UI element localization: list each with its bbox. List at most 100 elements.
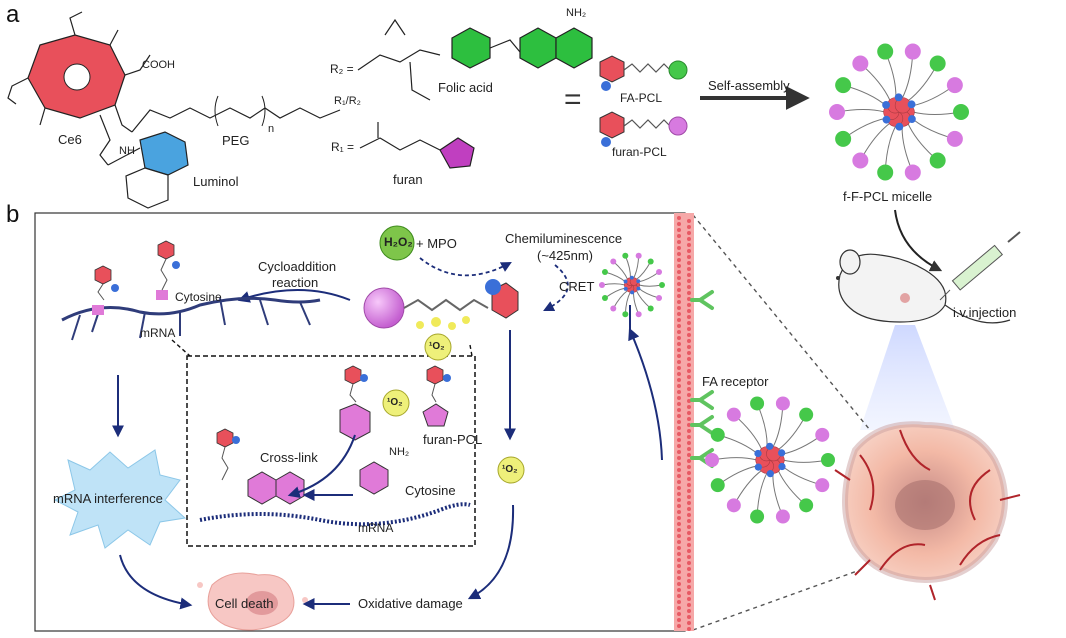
- mrna-top-label: mRNA: [140, 326, 176, 340]
- membrane-dot: [687, 417, 691, 421]
- membrane-dot: [687, 627, 691, 631]
- membrane-dot: [677, 618, 681, 622]
- membrane-dot: [677, 498, 681, 502]
- singlet-oxygen-right-label: ¹O₂: [502, 464, 518, 475]
- membrane-dot: [687, 435, 691, 439]
- micelle-ball: [726, 498, 741, 513]
- furan-pcl-icon: [599, 111, 688, 147]
- pcl-molecule-center: [363, 279, 519, 330]
- membrane-dot: [677, 276, 681, 280]
- chemiluminescence-label: Chemiluminescence: [505, 231, 623, 246]
- folic-nh2-label: NH₂: [566, 7, 587, 19]
- micelle-ball: [710, 478, 725, 493]
- membrane-dot: [677, 438, 681, 442]
- membrane-dot: [677, 504, 681, 508]
- singlet-oxygen-inner-label: ¹O₂: [387, 397, 403, 408]
- micelle-luminol: [907, 115, 916, 123]
- membrane-dot: [687, 477, 691, 481]
- membrane-dot: [677, 366, 681, 370]
- micelle-ball: [852, 152, 869, 169]
- membrane-dot: [687, 591, 691, 595]
- membrane-dot: [677, 576, 681, 580]
- membrane-dot: [687, 333, 691, 337]
- membrane-dot: [677, 216, 681, 220]
- furan-pcl-inner-label: furan-PCL: [423, 432, 483, 447]
- ce6-porphyrin: [7, 11, 151, 166]
- micelle-ball: [946, 77, 963, 94]
- membrane-dot: [677, 606, 681, 610]
- micelle-ball: [815, 427, 830, 442]
- membrane-dot: [677, 270, 681, 274]
- membrane-dot: [677, 300, 681, 304]
- membrane-dot: [687, 381, 691, 385]
- membrane-dot: [677, 378, 681, 382]
- membrane-dot: [687, 375, 691, 379]
- membrane-dot: [687, 525, 691, 529]
- micelle-chain: [633, 255, 640, 279]
- micelle-ball: [622, 311, 629, 318]
- membrane-dot: [687, 369, 691, 373]
- membrane-dot: [687, 537, 691, 541]
- micelle-luminol: [766, 442, 774, 450]
- membrane-dot: [677, 426, 681, 430]
- membrane-dot: [677, 444, 681, 448]
- micelle-luminol: [895, 122, 904, 131]
- membrane-dot: [677, 384, 681, 388]
- micelle-luminol: [894, 93, 903, 102]
- fa-pcl-icon: [599, 55, 688, 91]
- membrane-dot: [687, 303, 691, 307]
- cytosine-top-label: Cytosine: [175, 290, 222, 304]
- micelle-bottom: [705, 396, 835, 524]
- membrane-dot: [687, 327, 691, 331]
- micelle-ball: [599, 282, 605, 288]
- membrane-dot: [687, 609, 691, 613]
- membrane-dot: [687, 573, 691, 577]
- membrane-dot: [687, 519, 691, 523]
- membrane-dot: [687, 513, 691, 517]
- singlet-oxygen-center-label: ¹O₂: [429, 341, 445, 352]
- membrane-dot: [677, 354, 681, 358]
- singlet-oxygen-right: [497, 456, 525, 484]
- fa-pcl-label: FA-PCL: [620, 91, 663, 105]
- cross-link-label: Cross-link: [260, 450, 318, 465]
- membrane-dot: [687, 255, 691, 259]
- fa-receptor-icon: [690, 390, 714, 410]
- inner-molecules: [216, 365, 451, 505]
- membrane-dot: [687, 585, 691, 589]
- membrane-dot: [677, 528, 681, 532]
- membrane-dot: [677, 390, 681, 394]
- fa-receptors: [690, 290, 714, 468]
- cycloaddition-label-2: reaction: [272, 275, 319, 290]
- mpo-label: + MPO: [416, 236, 457, 251]
- micelle-ball: [656, 268, 663, 275]
- micelle-luminol: [882, 101, 891, 109]
- micelle-ball: [635, 252, 642, 259]
- micelle-ball: [647, 305, 654, 312]
- micelle-luminol: [630, 290, 635, 295]
- membrane-dot: [677, 408, 681, 412]
- membrane-dot: [687, 543, 691, 547]
- micelle-luminol: [778, 462, 786, 471]
- membrane-dot: [687, 615, 691, 619]
- micelle-ball: [815, 478, 830, 493]
- equals-sign: =: [564, 83, 582, 116]
- mrna-inner: [199, 502, 471, 527]
- inner-dashed-box: [186, 355, 476, 547]
- fa-receptor-icon: [690, 290, 714, 310]
- micelle-luminol: [629, 275, 634, 280]
- micelle-small: [599, 252, 665, 318]
- micelle-ball: [835, 130, 852, 147]
- membrane-dot: [687, 579, 691, 583]
- r1-prefix: R₁ =: [331, 140, 355, 154]
- membrane-dot: [687, 291, 691, 295]
- membrane-dot: [687, 567, 691, 571]
- cell-death-blob: [197, 572, 308, 631]
- micelle-ball: [877, 164, 894, 181]
- membrane-dot: [677, 318, 681, 322]
- micelle-luminol: [636, 279, 641, 284]
- micelle-luminol: [754, 463, 762, 471]
- membrane-dot: [677, 480, 681, 484]
- membrane-dot: [687, 243, 691, 247]
- membrane-dot: [687, 465, 691, 469]
